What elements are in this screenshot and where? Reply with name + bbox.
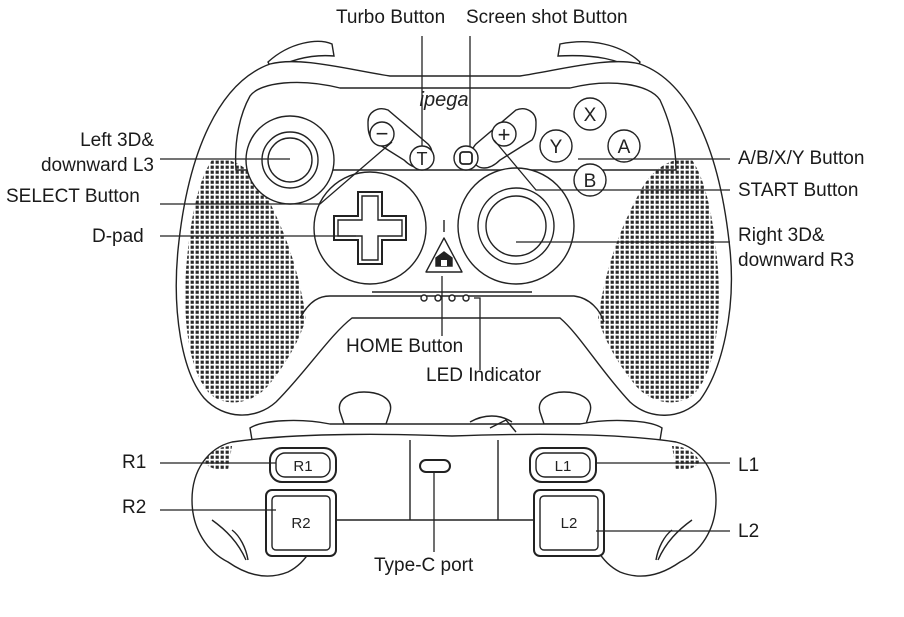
leader-lines: [160, 36, 730, 552]
screenshot-button: [453, 145, 479, 171]
label-r2: R2: [122, 497, 147, 518]
label-l1: L1: [738, 455, 760, 476]
button-y: [539, 129, 573, 163]
button-x-glyph: X: [584, 105, 597, 126]
label-r1: R1: [122, 452, 147, 473]
front-view: [175, 40, 733, 416]
type-c-port: [419, 459, 451, 473]
label-start-button: START Button: [738, 180, 859, 201]
start-glyph: +: [498, 122, 511, 147]
label-l2: L2: [738, 521, 760, 542]
r2-mark: R2: [291, 515, 310, 532]
label-dpad: D-pad: [92, 226, 144, 247]
button-x: [573, 97, 607, 131]
left-stick-top: [538, 391, 592, 425]
start-button: [491, 121, 517, 147]
r1-button: [269, 447, 337, 483]
button-a-glyph: A: [618, 137, 631, 158]
led-1: [420, 294, 428, 302]
right-stick-top: [338, 391, 392, 425]
label-left-stick-line2: downward L3: [40, 155, 154, 176]
button-b-glyph: B: [584, 171, 597, 192]
screenshot-icon: [459, 151, 473, 165]
label-right-stick-line1: Right 3D&: [738, 225, 825, 246]
led-2: [434, 294, 442, 302]
lower-contour: [330, 295, 605, 323]
led-3: [448, 294, 456, 302]
r1-mark: R1: [293, 458, 312, 475]
left-stick-cap: [261, 131, 319, 189]
button-b: [573, 163, 607, 197]
label-select-button: SELECT Button: [6, 186, 140, 207]
brand-logo: ipega: [420, 89, 469, 111]
label-home-button: HOME Button: [346, 336, 464, 357]
l1-mark: L1: [555, 458, 572, 475]
top-panel-outline: [234, 81, 677, 171]
button-a: [607, 129, 641, 163]
home-icon: [435, 251, 453, 267]
label-right-stick-line2: downward R3: [738, 250, 855, 271]
label-type-c-port: Type-C port: [374, 555, 474, 576]
l2-button: [533, 489, 605, 557]
label-abxy-button: A/B/X/Y Button: [738, 148, 865, 169]
select-button: [369, 121, 395, 147]
right-stick-cap: [477, 187, 555, 265]
label-left-stick-line1: Left 3D&: [80, 130, 154, 151]
right-grip-texture: [598, 159, 719, 403]
l2-mark: L2: [561, 515, 578, 532]
left-grip-texture: [185, 159, 306, 403]
l1-button: [529, 447, 597, 483]
turbo-glyph: T: [417, 149, 428, 169]
button-y-glyph: Y: [550, 137, 563, 158]
label-led-indicator: LED Indicator: [426, 365, 542, 386]
top-view: [191, 391, 717, 577]
select-glyph: −: [376, 121, 389, 146]
label-turbo-button: Turbo Button: [336, 7, 446, 28]
dpad-cross: [333, 191, 407, 265]
led-4: [462, 294, 470, 302]
r2-button: [265, 489, 337, 557]
label-screenshot-button: Screen shot Button: [466, 7, 628, 28]
